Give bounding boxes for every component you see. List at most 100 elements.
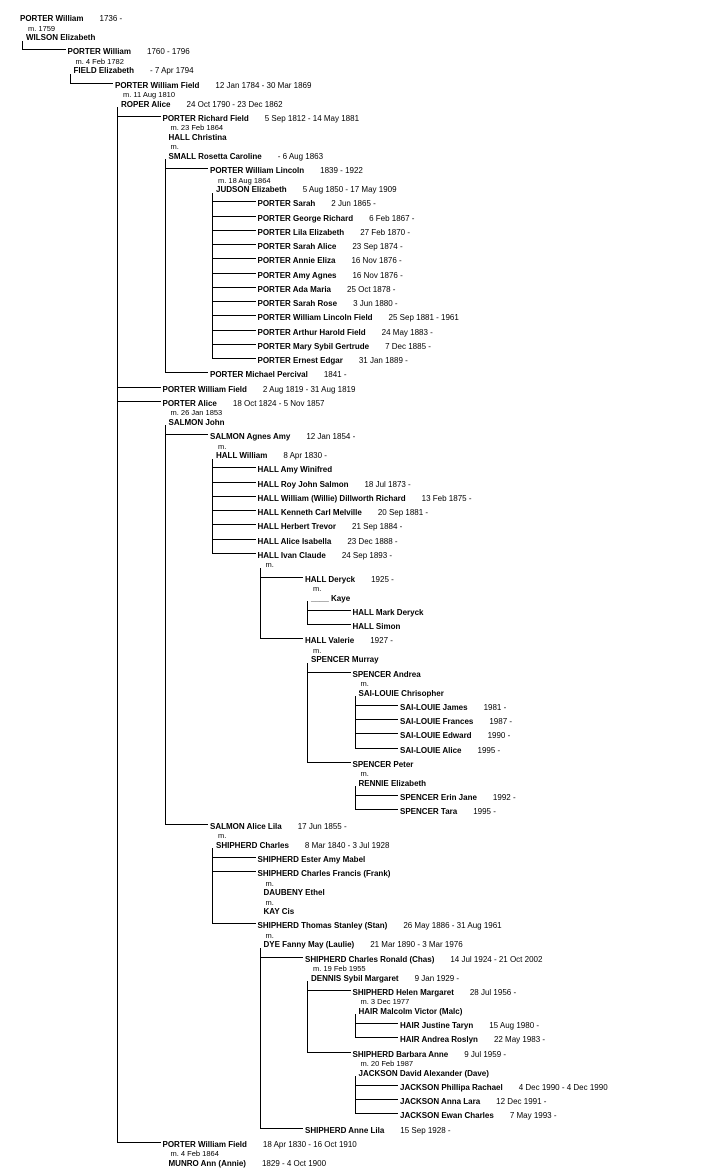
person-name: PORTER Lila Elizabeth (257, 227, 345, 237)
descent-line-horizontal (259, 1127, 303, 1129)
marriage-row: m. (313, 644, 321, 655)
person-dates: 18 Jul 1873 - (364, 479, 411, 489)
marriage-row: m. (265, 877, 274, 888)
person-dates: 16 Nov 1876 - (351, 256, 402, 266)
person-dates: 1995 - (473, 807, 496, 817)
marriage-row: m. (266, 896, 274, 907)
spouse-dates: 1829 - 4 Oct 1900 (261, 1158, 327, 1168)
spouse-dates: 8 Apr 1830 - (283, 451, 327, 460)
spouse-name: SAI-LOUIE Chrisopher (358, 688, 444, 698)
person-name: HALL Simon (352, 622, 401, 631)
marriage-label: m. 19 Feb 1955 (313, 964, 366, 973)
person-dates: 15 Aug 1980 - (489, 1021, 540, 1030)
person-name: SHIPHERD Barbara Anne (352, 1049, 449, 1059)
descent-line-horizontal (259, 956, 303, 958)
person-dates: 26 May 1886 - 31 Aug 1961 (403, 921, 502, 931)
spouse-name: SMALL Rosetta Caroline (168, 151, 262, 161)
marriage-label: m. 3 Dec 1977 (360, 997, 410, 1007)
person-name: SPENCER Andrea (352, 669, 421, 679)
person-name: SHIPHERD Anne Lila (305, 1125, 385, 1135)
person-name: SAI-LOUIE Edward (400, 731, 472, 741)
person-dates: 2 Jun 1865 - (331, 199, 376, 209)
descent-line-horizontal (164, 434, 208, 435)
person-dates: 1841 - (323, 370, 347, 380)
descent-line-horizontal (212, 215, 256, 217)
marriage-label: m. (265, 930, 274, 940)
spouse-row: KAY Cis (264, 905, 295, 916)
marriage-row: m. 4 Feb 1782 (75, 55, 124, 66)
person-dates: 1990 - (487, 731, 511, 741)
descent-line-horizontal (164, 372, 208, 374)
person-row: SPENCER Peter (353, 758, 414, 769)
descent-line-vertical (307, 981, 308, 1053)
descent-line-horizontal (212, 495, 256, 497)
marriage-label: m. 26 Jan 1853 (170, 408, 223, 418)
descent-line-horizontal (354, 1099, 398, 1100)
marriage-label: m. 4 Feb 1782 (75, 56, 124, 66)
person-name: PORTER Annie Eliza (257, 256, 336, 266)
spouse-name: DAUBENY Ethel (263, 888, 325, 897)
person-name: HALL Herbert Trevor (257, 522, 337, 532)
spouse-row: DAUBENY Ethel (263, 886, 325, 897)
descent-line-horizontal (212, 524, 256, 526)
descent-line-horizontal (307, 624, 351, 625)
person-dates: 23 Sep 1874 - (352, 242, 403, 251)
person-dates: 31 Jan 1889 - (358, 356, 408, 365)
spouse-row: SMALL Rosetta Caroline- 6 Aug 1863 (168, 150, 324, 161)
marriage-row: m. (218, 829, 226, 840)
descent-line-horizontal (212, 229, 256, 231)
descent-line-vertical (212, 192, 213, 359)
spouse-name: DENNIS Sybil Margaret (311, 973, 399, 983)
descent-line-horizontal (307, 761, 351, 763)
marriage-row: m. (171, 140, 179, 151)
person-name: SAI-LOUIE Alice (400, 745, 462, 755)
spouse-name: WILSON Elizabeth (26, 33, 96, 42)
descent-line-vertical (117, 107, 118, 1143)
spouse-name: SALMON John (168, 417, 225, 427)
marriage-row: m. (313, 582, 322, 593)
person-row: SHIPHERD Charles Ronald (Chas)14 Jul 192… (305, 953, 542, 964)
person-dates: 1987 - (489, 717, 513, 726)
descent-line-horizontal (354, 704, 398, 706)
person-name: SHIPHERD Helen Margaret (352, 987, 454, 997)
descent-line-vertical (354, 1014, 356, 1039)
descent-line-horizontal (307, 989, 351, 991)
person-dates: 12 Dec 1991 - (496, 1097, 547, 1106)
descent-line-horizontal (354, 719, 398, 720)
spouse-name: SPENCER Murray (311, 655, 379, 665)
person-dates: 25 Oct 1878 - (347, 284, 396, 294)
descent-line-horizontal (117, 115, 161, 117)
descent-line-horizontal (259, 638, 303, 640)
spouse-dates: - 7 Apr 1794 (149, 66, 194, 76)
descent-line-horizontal (354, 1037, 398, 1039)
spouse-row: ____ Kaye (311, 592, 350, 603)
person-name: HAIR Andrea Roslyn (400, 1035, 478, 1045)
marriage-label: m. (313, 584, 322, 593)
marriage-label: m. (265, 878, 274, 888)
person-name: SHIPHERD Ester Amy Mabel (257, 854, 366, 864)
person-name: HALL Ivan Claude (257, 550, 326, 560)
descent-line-horizontal (117, 1141, 161, 1143)
spouse-row: HALL Christina (169, 131, 227, 142)
person-row: HALL Simon (352, 620, 401, 631)
person-name: PORTER Ernest Edgar (257, 356, 343, 365)
person-dates: 1927 - (370, 636, 393, 646)
descent-line-horizontal (212, 244, 256, 245)
spouse-row: RENNIE Elizabeth (359, 777, 427, 788)
person-dates: 18 Oct 1824 - 5 Nov 1857 (232, 398, 325, 408)
